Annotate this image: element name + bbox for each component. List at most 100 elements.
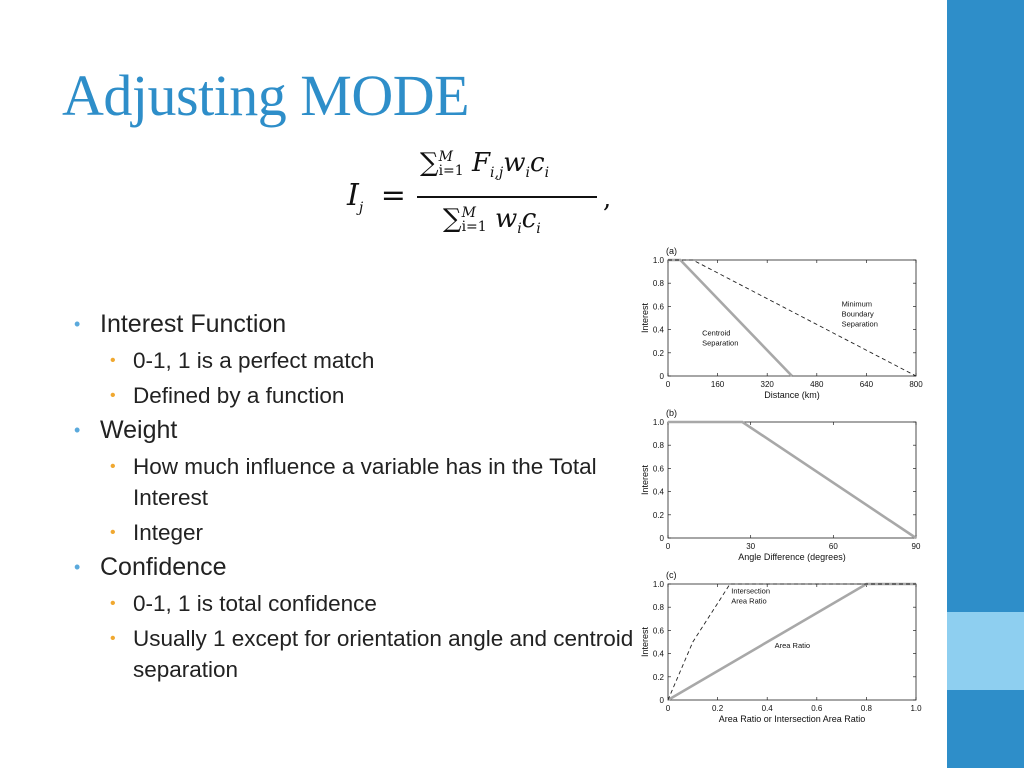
chart-annotation: Separation	[842, 319, 878, 328]
bullet-text: Interest Function	[100, 310, 287, 338]
x-tick-label: 640	[860, 380, 874, 389]
sidebar-accent-middle	[947, 612, 1024, 690]
x-tick-label: 160	[711, 380, 725, 389]
series-line	[668, 258, 793, 377]
x-axis-label: Distance (km)	[764, 390, 820, 400]
x-tick-label: 0.6	[811, 704, 823, 713]
sub-bullet-dot: •	[110, 458, 116, 475]
x-tick-label: 0	[666, 380, 671, 389]
y-tick-label: 0.4	[653, 488, 665, 497]
bullet-text: Confidence	[100, 553, 227, 581]
interest-formula: Ij = ∑ M i=1 Fi,jwici ∑ M i=1 wici ,	[345, 148, 635, 248]
bullet-list: • Interest Function • 0-1, 1 is a perfect …	[74, 305, 634, 685]
formula-comma: ,	[603, 184, 612, 214]
chart-panel-label: (b)	[666, 408, 677, 418]
x-tick-label: 0	[666, 542, 671, 551]
sub-bullet-text: 0-1, 1 is a perfect match	[133, 348, 375, 373]
y-tick-label: 0.2	[653, 349, 665, 358]
sub-bullet: • 0-1, 1 is a perfect match	[74, 345, 634, 376]
bullet-text: Weight	[100, 416, 178, 444]
chart-annotation: Area Ratio	[731, 596, 766, 605]
sub-bullet: • Defined by a function	[74, 380, 634, 411]
x-axis-label: Angle Difference (degrees)	[738, 552, 845, 562]
chart-frame	[667, 583, 917, 701]
formula-fraction-bar	[417, 196, 597, 198]
formula-den-c-sub: i	[536, 221, 541, 238]
sub-bullet-dot: •	[110, 352, 116, 369]
bullet-dot: •	[74, 314, 81, 334]
formula-f-sub: i,j	[490, 165, 504, 182]
y-tick-label: 0.6	[653, 626, 665, 635]
formula-denominator: ∑ M i=1 wici	[443, 204, 541, 238]
formula-c-sub: i	[544, 165, 550, 182]
x-tick-label: 0.8	[861, 704, 873, 713]
x-tick-label: 320	[761, 380, 775, 389]
chart-frame	[667, 421, 917, 539]
formula-lhs: Ij =	[347, 178, 406, 216]
formula-lhs-sub: j	[358, 200, 364, 216]
x-tick-label: 0.4	[762, 704, 774, 713]
x-tick-label: 0	[666, 704, 671, 713]
series-line	[668, 420, 917, 540]
formula-f: F	[471, 148, 490, 178]
y-tick-label: 0.2	[653, 511, 665, 520]
formula-den-w-sub: i	[517, 221, 522, 238]
y-axis-label: Interest	[640, 464, 650, 495]
formula-w: w	[503, 148, 526, 178]
x-tick-label: 1.0	[910, 704, 922, 713]
y-tick-label: 0.8	[653, 441, 665, 450]
sub-bullet-text: Integer	[133, 520, 204, 545]
bullet-dot: •	[74, 420, 81, 440]
x-tick-label: 800	[909, 380, 923, 389]
sub-bullet: • 0-1, 1 is total confidence	[74, 588, 634, 619]
chart-annotation: Boundary	[842, 309, 874, 318]
chart-annotation: Centroid	[702, 328, 730, 337]
formula-den-sum-lower: i=1	[461, 219, 487, 235]
y-tick-label: 1.0	[653, 418, 665, 427]
y-tick-label: 1.0	[653, 580, 665, 589]
sub-bullet-dot: •	[110, 595, 116, 612]
sub-bullet-dot: •	[110, 630, 116, 647]
sidebar-accent-top	[947, 0, 1024, 612]
formula-sum-upper: M	[438, 149, 453, 165]
y-tick-label: 1.0	[653, 256, 665, 265]
x-tick-label: 60	[829, 542, 838, 551]
series-line	[667, 583, 916, 701]
y-tick-label: 0.8	[653, 603, 665, 612]
sub-bullet-text: Usually 1 except for orientation angle a…	[133, 626, 634, 682]
interest-function-charts: (a) 0 0.2 0.4 0.6 0.8 1.0 0 160 320 480 640 800Dista…	[640, 246, 923, 724]
y-tick-label: 0.4	[653, 326, 665, 335]
chart-annotation: Minimum	[842, 299, 872, 308]
sub-bullet: •How much influence a variable has in th…	[74, 451, 634, 513]
bullet-interest-function: • Interest Function	[74, 307, 634, 341]
sub-bullet-text: Defined by a function	[133, 383, 345, 408]
y-tick-label: 0	[660, 372, 665, 381]
sub-bullet-text: 0-1, 1 is total confidence	[133, 591, 377, 616]
sub-bullet: • Usually 1 except for orientation angle …	[74, 623, 634, 685]
sub-bullet-dot: •	[110, 524, 116, 541]
chart-annotation: Separation	[702, 338, 738, 347]
y-tick-label: 0.6	[653, 302, 665, 311]
formula-den-w: w	[494, 204, 518, 234]
x-tick-label: 30	[746, 542, 755, 551]
y-tick-label: 0	[660, 696, 665, 705]
formula-w-sub: i	[525, 165, 531, 182]
y-tick-label: 0.6	[653, 464, 665, 473]
bullet-dot: •	[74, 557, 81, 577]
chart-annotation: Area Ratio	[775, 641, 810, 650]
x-tick-label: 90	[912, 542, 921, 551]
formula-sum-lower: i=1	[438, 163, 464, 179]
y-tick-label: 0.2	[653, 673, 665, 682]
y-tick-label: 0	[660, 534, 665, 543]
x-axis-label: Area Ratio or Intersection Area Ratio	[719, 714, 866, 724]
sub-bullet: • Integer	[74, 517, 634, 548]
formula-den-c: c	[521, 204, 537, 234]
x-tick-label: 480	[810, 380, 824, 389]
chart-panel-label: (a)	[666, 246, 677, 256]
series-line	[668, 259, 917, 377]
bullet-confidence: • Confidence	[74, 550, 634, 584]
formula-lhs-symbol: I	[347, 178, 359, 213]
sub-bullet-dot: •	[110, 387, 116, 404]
y-axis-label: Interest	[640, 626, 650, 657]
bullet-weight: • Weight	[74, 413, 634, 447]
